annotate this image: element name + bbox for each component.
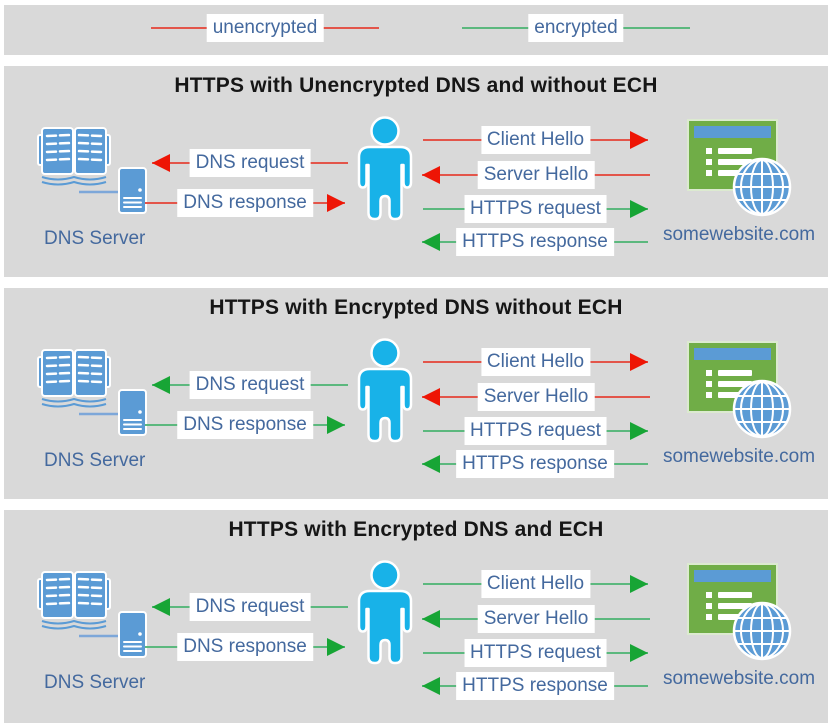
arrow-dns-request: DNS request bbox=[152, 593, 348, 621]
arrow-head-icon bbox=[630, 422, 648, 440]
arrow-dns-response: DNS response bbox=[145, 189, 345, 217]
legend-label-unencrypted: unencrypted bbox=[206, 14, 324, 42]
arrow-label: HTTPS response bbox=[456, 450, 614, 478]
arrow-head-icon bbox=[630, 575, 648, 593]
arrow-head-icon bbox=[327, 416, 345, 434]
arrow-head-icon bbox=[422, 455, 440, 473]
arrow-label: DNS request bbox=[189, 593, 311, 621]
user-person-icon bbox=[354, 338, 416, 446]
arrow-label: HTTPS request bbox=[464, 195, 607, 223]
arrow-head-icon bbox=[152, 376, 170, 394]
arrow-head-icon bbox=[152, 598, 170, 616]
panel-title: HTTPS with Encrypted DNS without ECH bbox=[209, 296, 623, 319]
arrow-head-icon bbox=[630, 200, 648, 218]
arrow-https-response: HTTPS response bbox=[422, 450, 648, 478]
panel-title: HTTPS with Unencrypted DNS and without E… bbox=[174, 74, 658, 97]
legend-item-unencrypted: unencrypted bbox=[151, 14, 379, 42]
arrow-dns-response: DNS response bbox=[145, 633, 345, 661]
arrow-head-icon bbox=[422, 388, 440, 406]
arrow-label: HTTPS response bbox=[456, 228, 614, 256]
arrow-label: DNS response bbox=[177, 411, 313, 439]
arrow-label: Client Hello bbox=[480, 570, 591, 598]
arrow-label: Server Hello bbox=[477, 383, 595, 411]
arrow-label: DNS request bbox=[189, 149, 311, 177]
arrow-head-icon bbox=[327, 194, 345, 212]
dns-server-label: DNS Server bbox=[44, 450, 146, 471]
arrow-https-response: HTTPS response bbox=[422, 228, 648, 256]
dns-server-label: DNS Server bbox=[44, 672, 146, 693]
arrow-server-hello: Server Hello bbox=[422, 605, 650, 633]
arrow-head-icon bbox=[422, 610, 440, 628]
arrow-label: DNS response bbox=[177, 633, 313, 661]
arrow-client-hello: Client Hello bbox=[423, 126, 648, 154]
arrow-label: DNS response bbox=[177, 189, 313, 217]
website-label: somewebsite.com bbox=[662, 668, 816, 689]
arrow-server-hello: Server Hello bbox=[422, 383, 650, 411]
dns-server-icon bbox=[34, 333, 154, 448]
panel-unencrypted-dns-no-ech: HTTPS with Unencrypted DNS and without E… bbox=[4, 66, 828, 277]
arrow-label: HTTPS request bbox=[464, 417, 607, 445]
arrow-client-hello: Client Hello bbox=[423, 348, 648, 376]
legend-item-encrypted: encrypted bbox=[462, 14, 690, 42]
arrow-label: DNS request bbox=[189, 371, 311, 399]
arrow-label: HTTPS request bbox=[464, 639, 607, 667]
arrow-https-response: HTTPS response bbox=[422, 672, 648, 700]
dns-server-icon bbox=[34, 111, 154, 226]
arrow-label: Server Hello bbox=[477, 605, 595, 633]
dns-server-icon bbox=[34, 555, 154, 670]
website-icon bbox=[686, 118, 794, 218]
arrow-label: Server Hello bbox=[477, 161, 595, 189]
arrow-label: Client Hello bbox=[480, 348, 591, 376]
arrow-label: HTTPS response bbox=[456, 672, 614, 700]
website-label: somewebsite.com bbox=[662, 446, 816, 467]
panel-title: HTTPS with Encrypted DNS and ECH bbox=[228, 518, 604, 541]
user-person-icon bbox=[354, 116, 416, 224]
website-label: somewebsite.com bbox=[662, 224, 816, 245]
legend-bar: unencrypted encrypted bbox=[4, 5, 828, 55]
arrow-dns-request: DNS request bbox=[152, 149, 348, 177]
arrow-head-icon bbox=[327, 638, 345, 656]
arrow-client-hello: Client Hello bbox=[423, 570, 648, 598]
arrow-dns-response: DNS response bbox=[145, 411, 345, 439]
legend-label-encrypted: encrypted bbox=[528, 14, 624, 42]
website-icon bbox=[686, 340, 794, 440]
dns-server-label: DNS Server bbox=[44, 228, 146, 249]
arrow-https-request: HTTPS request bbox=[423, 639, 648, 667]
arrow-head-icon bbox=[422, 166, 440, 184]
arrow-https-request: HTTPS request bbox=[423, 417, 648, 445]
arrow-dns-request: DNS request bbox=[152, 371, 348, 399]
arrow-https-request: HTTPS request bbox=[423, 195, 648, 223]
panel-encrypted-dns-no-ech: HTTPS with Encrypted DNS without ECH DNS… bbox=[4, 288, 828, 499]
arrow-head-icon bbox=[152, 154, 170, 172]
arrow-head-icon bbox=[630, 353, 648, 371]
arrow-head-icon bbox=[422, 233, 440, 251]
panel-encrypted-dns-and-ech: HTTPS with Encrypted DNS and ECH DNS Ser… bbox=[4, 510, 828, 723]
arrow-head-icon bbox=[422, 677, 440, 695]
arrow-head-icon bbox=[630, 644, 648, 662]
user-person-icon bbox=[354, 560, 416, 668]
website-icon bbox=[686, 562, 794, 662]
arrow-head-icon bbox=[630, 131, 648, 149]
arrow-server-hello: Server Hello bbox=[422, 161, 650, 189]
arrow-label: Client Hello bbox=[480, 126, 591, 154]
